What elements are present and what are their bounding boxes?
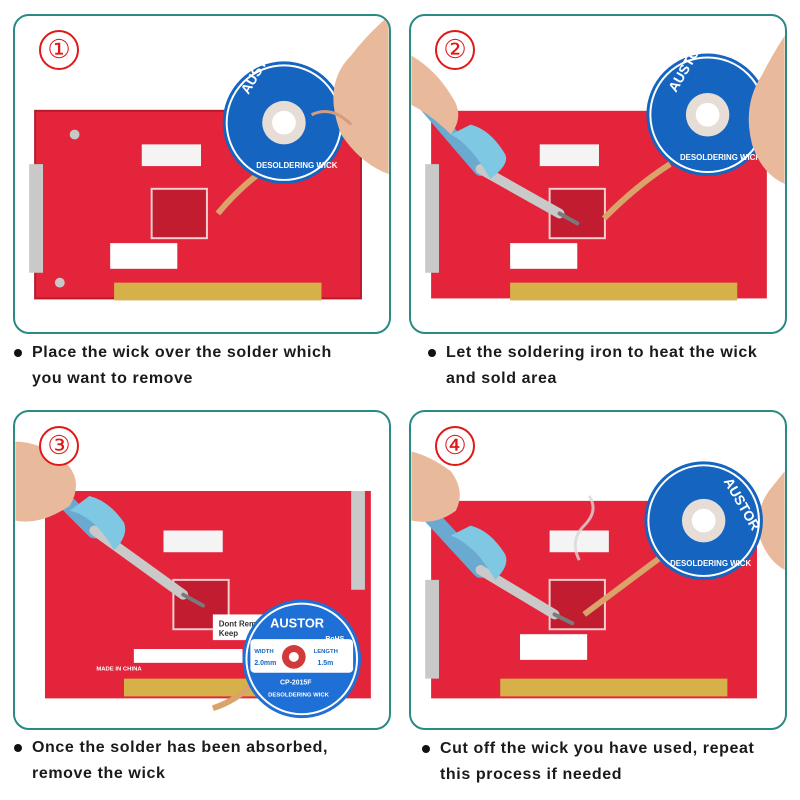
step-4-panel: AUSTOR DESOLDERING WICK ④ <box>409 410 787 730</box>
spool-width-label: WIDTH <box>254 649 273 655</box>
caption-line-2: this process if needed <box>440 766 623 783</box>
spool-model: CP-2015F <box>280 680 311 687</box>
step-number-badge: ② <box>435 30 475 70</box>
bullet-icon <box>14 349 22 357</box>
step-1-photo: AUSTOR DESOLDERING WICK <box>29 16 389 301</box>
sticker-line-1: Dont Remove <box>219 619 270 628</box>
spool-ring-text: DESOLDERING WICK <box>670 559 751 568</box>
sticker-line-2: Keep <box>219 629 238 638</box>
step-2-panel: AUSTOR DESOLDERING WICK ② <box>409 14 787 334</box>
caption-line-1: Cut off the wick you have used, repeat <box>440 740 755 757</box>
caption-line-1: Place the wick over the solder which <box>32 344 332 361</box>
step-3-panel: MADE IN CHINA Dont Remove Keep AUSTOR Ro… <box>13 410 391 730</box>
spool-brand: AUSTOR <box>270 615 324 630</box>
step-number-badge: ③ <box>39 426 79 466</box>
step-4-photo: AUSTOR DESOLDERING WICK <box>411 451 785 699</box>
step-4-caption: Cut off the wick you have used, repeat t… <box>422 736 792 788</box>
spool-ring-text: DESOLDERING WICK <box>268 692 329 698</box>
spool-length-label: LENGTH <box>314 649 338 655</box>
solder-wick-spool-icon: AUSTOR RoHS WIDTH 2.0mm LENGTH 1.5m CP-2… <box>242 599 361 719</box>
caption-line-2: and sold area <box>446 370 557 387</box>
step-number-badge: ① <box>39 30 79 70</box>
spool-length-value: 1.5m <box>318 660 334 667</box>
made-in-label: MADE IN CHINA <box>96 667 142 673</box>
step-2-caption: Let the soldering iron to heat the wick … <box>428 340 798 392</box>
caption-line-2: you want to remove <box>32 370 194 387</box>
spool-ring-text: DESOLDERING WICK <box>256 161 337 170</box>
spool-width-value: 2.0mm <box>254 660 276 667</box>
caption-line-1: Once the solder has been absorbed, <box>32 739 329 756</box>
bullet-icon <box>422 745 430 753</box>
step-1-caption: Place the wick over the solder which you… <box>14 340 384 392</box>
hand-icon <box>411 451 785 570</box>
spool-rohs: RoHS <box>325 636 344 643</box>
hand-icon <box>310 16 389 174</box>
step-3-caption: Once the solder has been absorbed, remov… <box>14 735 384 787</box>
step-number-badge: ④ <box>435 426 475 466</box>
caption-line-2: remove the wick <box>32 765 166 782</box>
hand-icon <box>411 35 785 184</box>
step-2-photo: AUSTOR DESOLDERING WICK <box>411 35 785 301</box>
solder-wick-spool-icon: AUSTOR DESOLDERING WICK <box>644 461 764 580</box>
solder-wick-spool-icon: AUSTOR DESOLDERING WICK <box>646 36 769 176</box>
bullet-icon <box>428 349 436 357</box>
step-3-photo: MADE IN CHINA Dont Remove Keep AUSTOR Ro… <box>15 441 371 719</box>
step-1-panel: AUSTOR DESOLDERING WICK ① <box>13 14 391 334</box>
bullet-icon <box>14 744 22 752</box>
caption-line-1: Let the soldering iron to heat the wick <box>446 344 758 361</box>
spool-ring-text: DESOLDERING WICK <box>680 153 761 162</box>
